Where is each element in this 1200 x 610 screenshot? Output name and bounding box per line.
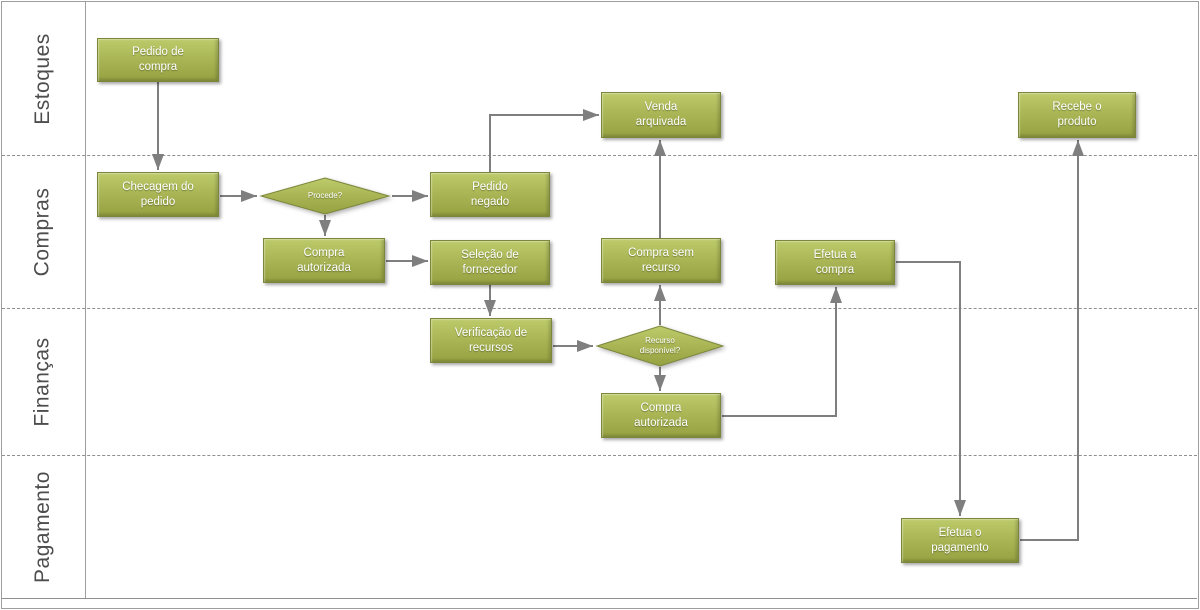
node-label: Verificação de recursos xyxy=(454,326,528,354)
node-pedido-negado: Pedido negado xyxy=(430,172,550,217)
node-efetua-o-pagamento: Efetua o pagamento xyxy=(901,518,1019,563)
node-label: Venda arquivada xyxy=(635,101,687,128)
diamond-shape xyxy=(259,177,391,215)
lane-separator-estoques-compras xyxy=(2,155,1197,156)
node-verificacao-de-recursos: Verificação de recursos xyxy=(430,318,552,363)
node-venda-arquivada: Venda arquivada xyxy=(601,92,721,138)
node-label: Compra sem recurso xyxy=(628,246,694,274)
node-label: Seleção de fornecedor xyxy=(461,248,519,276)
lane-label-column-divider xyxy=(85,2,86,598)
node-label: Recebe o produto xyxy=(1052,101,1102,128)
node-selecao-de-fornecedor: Seleção de fornecedor xyxy=(430,240,550,285)
node-label: Compra autorizada xyxy=(297,246,351,274)
lane-separator-compras-financas xyxy=(2,308,1197,309)
node-compra-autorizada-compras: Compra autorizada xyxy=(263,238,385,283)
node-label: Checagem do pedido xyxy=(122,180,194,208)
node-recurso-disponivel-decision: Recurso disponível? xyxy=(595,325,725,367)
lane-bottom-edge xyxy=(2,598,1197,599)
node-compra-autorizada-financas: Compra autorizada xyxy=(601,393,721,438)
node-procede-decision: Procede? xyxy=(259,177,391,215)
node-recebe-o-produto: Recebe o produto xyxy=(1018,92,1136,138)
node-compra-sem-recurso: Compra sem recurso xyxy=(601,238,721,283)
node-label: Efetua a compra xyxy=(813,248,857,276)
node-label: Pedido de compra xyxy=(132,46,184,73)
node-label: Compra autorizada xyxy=(634,401,688,429)
node-label: Efetua o pagamento xyxy=(931,526,989,554)
node-label: Recurso disponível? xyxy=(639,336,681,355)
node-label: Procede? xyxy=(307,191,343,201)
node-label: Pedido negado xyxy=(470,180,510,208)
lane-separator-financas-pagamento xyxy=(2,455,1197,456)
node-pedido-de-compra: Pedido de compra xyxy=(97,38,219,82)
diamond-shape xyxy=(595,325,725,367)
node-checagem-do-pedido: Checagem do pedido xyxy=(97,172,219,217)
node-efetua-a-compra: Efetua a compra xyxy=(775,240,895,285)
